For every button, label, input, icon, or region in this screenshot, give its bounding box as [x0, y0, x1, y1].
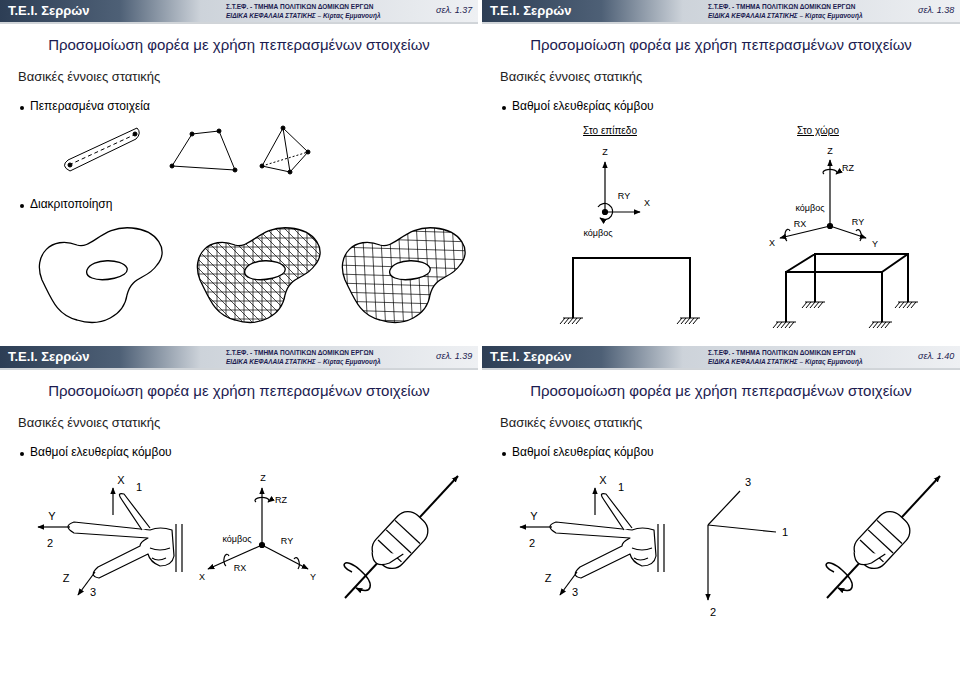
axis-label: RY [852, 218, 864, 227]
axis-number: Y [530, 511, 537, 522]
axis-label: Y [872, 240, 878, 249]
header-rule [0, 23, 478, 24]
bullet-text: Βαθμοί ελευθερίας κόμβου [30, 446, 172, 459]
domain-shape [78, 220, 442, 332]
axis-number: Z [63, 573, 70, 584]
axis-number: Y [48, 511, 55, 522]
support-symbol [773, 322, 796, 328]
header-logo: T.E.I. Σερρών [8, 4, 90, 18]
axis-label: RY [618, 192, 630, 201]
header-line: ΕΙΔΙΚΑ ΚΕΦΑΛΑΙΑ ΣΤΑΤΙΚΗΣ – Κίρτας Εμμανο… [708, 12, 863, 19]
axis-label: Z [827, 147, 833, 156]
header-band [0, 346, 478, 368]
page-number: σελ. 1.38 [918, 6, 954, 16]
header-logo: T.E.I. Σερρών [490, 350, 572, 364]
support-symbol [869, 322, 892, 328]
bullet-text: Βαθμοί ελευθερίας κόμβου [512, 100, 654, 113]
axis-number: 3 [90, 587, 96, 598]
header-logo: T.E.I. Σερρών [8, 350, 90, 364]
header-line: ΕΙΔΙΚΑ ΚΕΦΑΛΑΙΑ ΣΤΑΤΙΚΗΣ – Κίρτας Εμμανο… [226, 358, 381, 365]
axis-label: RZ [842, 164, 854, 173]
header-logo: T.E.I. Σερρών [490, 4, 572, 18]
axis-number: Z [545, 573, 552, 584]
slide-title: Προσομοίωση φορέα με χρήση πεπερασμένων … [482, 37, 960, 54]
slide-subtitle: Βασικές έννοιες στατικής [500, 416, 642, 430]
support-symbol [802, 302, 825, 308]
slide-panel: T.E.I. Σερρών Σ.Τ.ΕΦ. - ΤΜΗΜΑ ΠΟΛΙΤΙΚΩΝ Δ… [0, 346, 478, 682]
axis-number: 1 [136, 482, 142, 493]
support-symbol [560, 318, 583, 324]
axis-label: RX [234, 564, 247, 573]
header-rule [482, 369, 960, 370]
axis-label: Στο χώρο [797, 126, 839, 136]
domain-shape [335, 220, 476, 332]
slide-title: Προσομοίωση φορέα με χρήση πεπερασμένων … [0, 383, 478, 400]
header-band [482, 0, 960, 22]
axis-label: RY [281, 537, 293, 546]
axis-label: RZ [275, 496, 287, 505]
axis-label: Στο επίπεδο [583, 126, 637, 136]
slide-panel: T.E.I. Σερρών Σ.Τ.ΕΦ. - ΤΜΗΜΑ ΠΟΛΙΤΙΚΩΝ Δ… [0, 0, 478, 336]
bullet-dot [502, 452, 506, 456]
axis-number: 3 [745, 477, 751, 488]
support-symbol [677, 318, 700, 324]
axis-number: X [117, 475, 124, 486]
axis-number: 3 [572, 587, 578, 598]
header-rule [0, 369, 478, 370]
bullet-dot [502, 106, 506, 110]
bullet-dot [20, 204, 24, 208]
header-line: Σ.Τ.ΕΦ. - ΤΜΗΜΑ ΠΟΛΙΤΙΚΩΝ ΔΟΜΙΚΩΝ ΕΡΓΩΝ [708, 349, 855, 356]
axis-label: X [644, 199, 650, 208]
slide-subtitle: Βασικές έννοιες στατικής [18, 416, 160, 430]
slide-subtitle: Βασικές έννοιες στατικής [500, 70, 642, 84]
axis-label: X [769, 239, 775, 248]
axis-number: 1 [782, 527, 788, 538]
axis-label: X [199, 573, 205, 582]
axis-label: κόμβος [795, 204, 824, 213]
bullet-dot [20, 106, 24, 110]
axis-number: 2 [710, 607, 716, 618]
header-line: Σ.Τ.ΕΦ. - ΤΜΗΜΑ ΠΟΛΙΤΙΚΩΝ ΔΟΜΙΚΩΝ ΕΡΓΩΝ [226, 3, 373, 10]
slide-title: Προσομοίωση φορέα με χρήση πεπερασμένων … [0, 37, 478, 54]
axis-label: κόμβος [583, 229, 612, 238]
page-number: σελ. 1.39 [436, 352, 472, 362]
support-symbol [895, 302, 918, 308]
bullet-dot [20, 452, 24, 456]
header-band [0, 0, 478, 22]
slide-panel: T.E.I. Σερρών Σ.Τ.ΕΦ. - ΤΜΗΜΑ ΠΟΛΙΤΙΚΩΝ Δ… [482, 0, 960, 336]
axis-label: κόμβος [222, 535, 251, 544]
page-number: σελ. 1.37 [436, 6, 472, 16]
slide-subtitle: Βασικές έννοιες στατικής [18, 70, 160, 84]
axis-number: X [599, 475, 606, 486]
header-line: ΕΙΔΙΚΑ ΚΕΦΑΛΑΙΑ ΣΤΑΤΙΚΗΣ – Κίρτας Εμμανο… [708, 358, 863, 365]
axis-number: 2 [529, 538, 535, 549]
header-line: Σ.Τ.ΕΦ. - ΤΜΗΜΑ ΠΟΛΙΤΙΚΩΝ ΔΟΜΙΚΩΝ ΕΡΓΩΝ [708, 3, 855, 10]
axis-number: 2 [47, 538, 53, 549]
page-number: σελ. 1.40 [918, 352, 954, 362]
slide-title: Προσομοίωση φορέα με χρήση πεπερασμένων … [482, 383, 960, 400]
header-rule [482, 23, 960, 24]
bullet-text: Διακριτοποίηση [30, 198, 112, 211]
bullet-text: Πεπερασμένα στοιχεία [30, 100, 150, 113]
axis-label: Z [602, 148, 608, 157]
header-band [482, 346, 960, 368]
header-line: Σ.Τ.ΕΦ. - ΤΜΗΜΑ ΠΟΛΙΤΙΚΩΝ ΔΟΜΙΚΩΝ ΕΡΓΩΝ [226, 349, 373, 356]
axis-number: 1 [618, 482, 624, 493]
domain-shape [39, 228, 162, 323]
axis-label: RX [794, 220, 807, 229]
slide-panel: T.E.I. Σερρών Σ.Τ.ΕΦ. - ΤΜΗΜΑ ΠΟΛΙΤΙΚΩΝ Δ… [482, 346, 960, 682]
axis-label: Y [310, 573, 316, 582]
bullet-text: Βαθμοί ελευθερίας κόμβου [512, 446, 654, 459]
axis-label: Z [260, 474, 266, 483]
header-line: ΕΙΔΙΚΑ ΚΕΦΑΛΑΙΑ ΣΤΑΤΙΚΗΣ – Κίρτας Εμμανο… [226, 12, 381, 19]
